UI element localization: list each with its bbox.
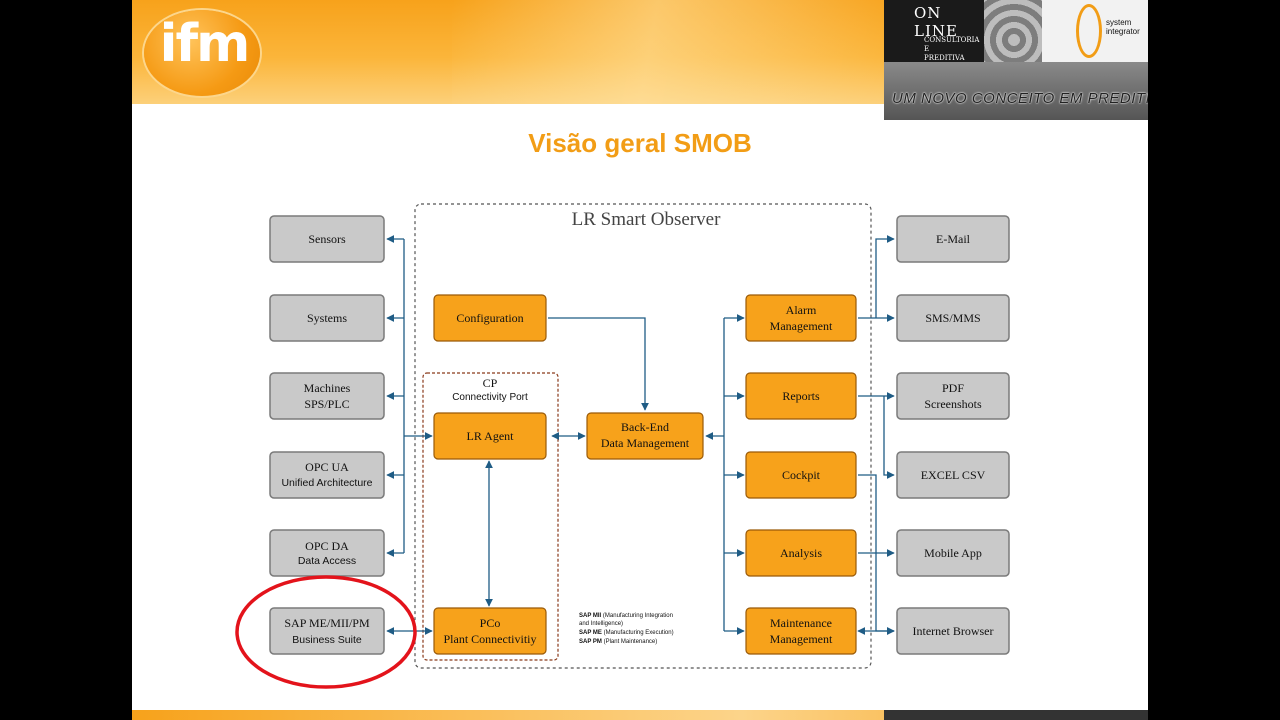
analysis-label: Analysis [780,546,822,560]
slide-title: Visão geral SMOB [528,128,752,158]
internet-browser-label: Internet Browser [913,624,994,638]
input-opc-ua-sublabel: Unified Architecture [281,477,372,489]
input-sensors: Sensors [269,215,385,263]
footer-partner-strip [884,710,1148,720]
sap-highlight-ellipse [235,575,417,689]
lr-agent-label: LR Agent [467,429,515,443]
email-label: E-Mail [936,232,971,246]
pco-sublabel: Plant Connectivitiy [444,632,537,646]
system-line2: integrator [1106,27,1140,36]
svg-text:SAP ME (Manufacturing Executio: SAP ME (Manufacturing Execution) [579,630,674,636]
note-mii-text2: and Intelligence) [579,621,623,627]
module-analysis: Analysis [745,529,857,577]
note-pm-text: (Plant Maintenance) [602,639,657,645]
input-sap: SAP ME/MII/PM Business Suite [269,607,385,655]
system-integrator-text: system integrator [1106,18,1140,36]
output-sms: SMS/MMS [896,294,1010,342]
input-machines: Machines SPS/PLC [269,372,385,420]
output-pdf: PDF Screenshots [896,372,1010,420]
module-maintenance: Maintenance Management [745,607,857,655]
online-title: ON LINE [914,4,958,40]
sms-label: SMS/MMS [925,311,980,325]
input-opc-da-sublabel: Data Access [298,555,356,567]
smart-observer-title: LR Smart Observer [572,209,721,230]
core-backend: Back-End Data Management [586,412,704,460]
smart-observer-frame [414,203,872,669]
configuration-label: Configuration [456,311,523,325]
module-cockpit: Cockpit [745,451,857,499]
cp-title: CP [483,376,498,390]
input-sensors-label: Sensors [308,232,346,246]
system-ring-icon [1076,4,1102,58]
input-systems-label: Systems [307,311,347,325]
cockpit-label: Cockpit [782,468,821,482]
online-subtitle: CONSULTORIA E PREDITIVA [924,36,984,63]
slide: ifm ON LINE CONSULTORIA E PREDITIVA syst… [132,0,1148,720]
sap-notes: SAP MII (Manufacturing Integration and I… [579,613,674,645]
output-internet-browser: Internet Browser [896,607,1010,655]
note-pm-bold: SAP PM [579,639,602,645]
ifm-logo [144,10,260,96]
input-opc-ua: OPC UA Unified Architecture [269,451,385,499]
online-badge: ON LINE CONSULTORIA E PREDITIVA [884,0,984,62]
note-mii-text: (Manufacturing Integration [601,613,673,619]
backend-sublabel: Data Management [601,436,690,450]
online-sub-line1: CONSULTORIA E [924,36,980,53]
maintenance-label: Maintenance [770,616,832,630]
input-machines-sublabel: SPS/PLC [304,397,349,411]
connectors [386,235,895,635]
module-reports: Reports [745,372,857,420]
output-excel: EXCEL CSV [896,451,1010,499]
input-sap-label: SAP ME/MII/PM [284,616,370,630]
pdf-label: PDF [942,381,964,395]
input-systems: Systems [269,294,385,342]
svg-text:SAP MII (Manufacturing Integra: SAP MII (Manufacturing Integration [579,613,673,619]
backend-label: Back-End [621,420,669,434]
slogan-banner: UM NOVO CONCEITO EM PREDITIVA [884,62,1148,120]
input-opc-da-label: OPC DA [305,539,349,553]
note-me-text: (Manufacturing Execution) [602,630,674,636]
note-me-bold: SAP ME [579,630,602,636]
ifm-logo-text: ifm [159,14,251,74]
reports-label: Reports [782,389,820,403]
maintenance-sublabel: Management [770,632,833,646]
architecture-diagram: LR Smart Observer CP Connectivity Port [235,203,1010,689]
input-opc-ua-label: OPC UA [305,460,349,474]
footer-band [132,710,1148,720]
alarm-sublabel: Management [770,319,833,333]
connectivity-port-frame [422,372,559,661]
note-mii-bold: SAP MII [579,613,602,619]
pco-label: PCo [480,616,501,630]
pdf-sublabel: Screenshots [924,397,982,411]
online-sub-line2: PREDITIVA [924,54,965,62]
module-alarm: Alarm Management [745,294,857,342]
mobile-app-label: Mobile App [924,546,982,560]
output-email: E-Mail [896,215,1010,263]
core-configuration: Configuration [433,294,547,342]
cp-subtitle: Connectivity Port [452,392,528,403]
alarm-label: Alarm [786,303,817,317]
input-machines-label: Machines [304,381,351,395]
core-pco: PCo Plant Connectivitiy [433,607,547,655]
output-mobile-app: Mobile App [896,529,1010,577]
slogan-text: UM NOVO CONCEITO EM PREDITIVA [892,90,1148,107]
system-line1: system [1106,18,1132,27]
excel-label: EXCEL CSV [921,468,986,482]
input-opc-da: OPC DA Data Access [269,529,385,577]
system-integrator-logo: system integrator [1042,0,1148,62]
svg-text:SAP PM (Plant Maintenance): SAP PM (Plant Maintenance) [579,639,657,645]
input-sap-sublabel: Business Suite [292,634,362,646]
partner-logo: ON LINE CONSULTORIA E PREDITIVA system i… [884,0,1148,120]
core-lr-agent: LR Agent [433,412,547,460]
